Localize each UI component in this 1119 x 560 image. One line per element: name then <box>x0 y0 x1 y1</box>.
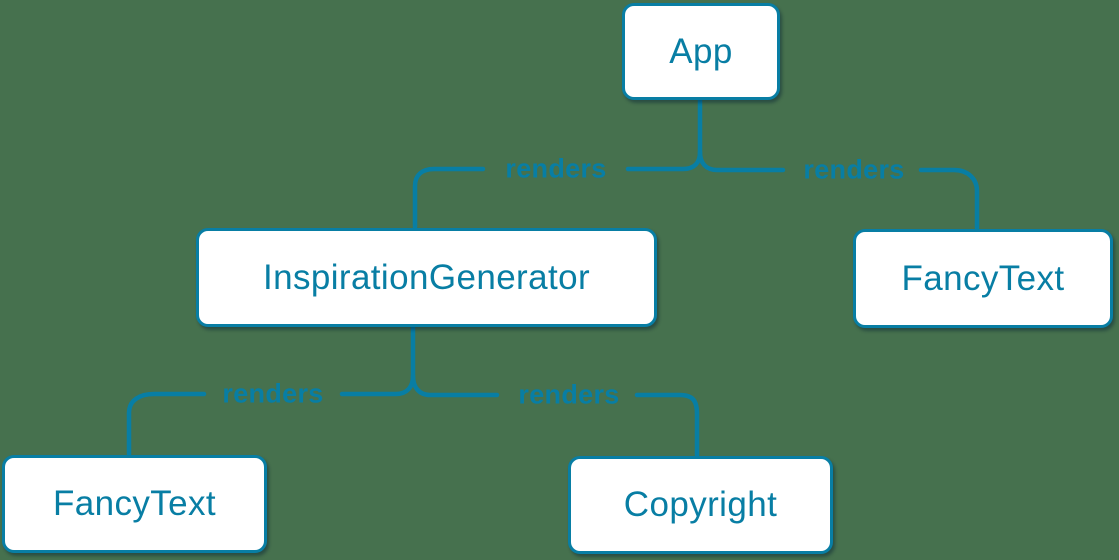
node-app-label: App <box>669 31 733 71</box>
edge-app-to-fancy-text <box>697 149 980 231</box>
node-fancy-text-top-label: FancyText <box>901 258 1065 298</box>
edge-label-renders-inspiration-generator-copyright: renders <box>518 379 620 410</box>
node-inspiration-generator: InspirationGenerator <box>196 228 657 327</box>
node-app: App <box>622 3 780 100</box>
edge-label-renders-app-fancy-text: renders <box>803 154 905 185</box>
node-fancy-text-top: FancyText <box>853 229 1113 328</box>
edge-label-renders-app-inspiration-generator: renders <box>505 153 607 184</box>
node-copyright: Copyright <box>568 456 833 554</box>
node-fancy-text-bottom-label: FancyText <box>52 484 217 523</box>
edge-inspiration-generator-to-copyright <box>410 373 700 458</box>
node-copyright-label: Copyright <box>623 485 778 524</box>
node-inspiration-generator-label: InspirationGenerator <box>262 257 591 297</box>
edge-label-renders-inspiration-generator-fancy-text: renders <box>222 378 324 409</box>
node-fancy-text-bottom: FancyText <box>2 455 267 553</box>
